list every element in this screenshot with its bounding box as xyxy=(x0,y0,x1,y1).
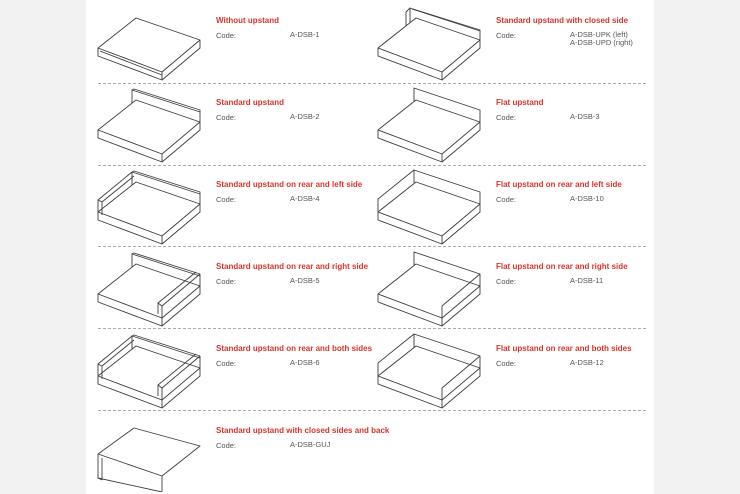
worktop-illustration xyxy=(376,2,488,82)
worktop-illustration xyxy=(376,84,488,164)
item-standard-upstand-closed-sides-back: Standard upstand with closed sides and b… xyxy=(96,412,389,492)
code-label: Code: xyxy=(216,441,237,450)
code-value: A-DSB-11 xyxy=(570,276,604,285)
item-standard-upstand-rear-left: Standard upstand on rear and left side C… xyxy=(96,166,376,246)
item-title: Flat upstand on rear and right side xyxy=(496,262,628,271)
code-label: Code: xyxy=(496,359,517,368)
item-flat-upstand: Flat upstand Code: A-DSB-3 xyxy=(376,84,656,164)
worktop-illustration xyxy=(376,248,488,328)
divider xyxy=(98,246,646,247)
code-label: Code: xyxy=(216,113,237,122)
code-value: A-DSB-10 xyxy=(570,194,604,203)
item-title: Without upstand xyxy=(216,16,280,25)
code-label: Code: xyxy=(216,359,237,368)
item-title: Flat upstand on rear and both sides xyxy=(496,344,632,353)
divider xyxy=(98,328,646,329)
code-label: Code: xyxy=(496,277,517,286)
code-value: A-DSB-4 xyxy=(290,194,320,203)
item-title: Standard upstand on rear and both sides xyxy=(216,344,373,353)
item-flat-upstand-rear-left: Flat upstand on rear and left side Code:… xyxy=(376,166,656,246)
item-title: Standard upstand on rear and right side xyxy=(216,262,369,271)
item-title: Standard upstand on rear and left side xyxy=(216,180,363,189)
code-label: Code: xyxy=(496,31,517,40)
code-value: A-DSB-12 xyxy=(570,358,604,367)
code-value: A-DSB-6 xyxy=(290,358,320,367)
item-standard-upstand: Standard upstand Code: A-DSB-2 xyxy=(96,84,376,164)
item-standard-upstand-rear-right: Standard upstand on rear and right side … xyxy=(96,248,376,328)
worktop-illustration xyxy=(96,330,208,410)
item-title: Standard upstand xyxy=(216,98,285,107)
code-value: A-DSB-2 xyxy=(290,112,320,121)
code-label: Code: xyxy=(216,277,237,286)
item-flat-upstand-rear-right: Flat upstand on rear and right side Code… xyxy=(376,248,656,328)
divider xyxy=(98,410,646,411)
item-standard-upstand-rear-both: Standard upstand on rear and both sides … xyxy=(96,330,376,410)
code-value: A-DSB-5 xyxy=(290,276,320,285)
code-label: Code: xyxy=(496,195,517,204)
worktop-illustration xyxy=(96,166,208,246)
item-without-upstand: Without upstand Code: A-DSB-1 xyxy=(96,2,376,82)
item-title: Flat upstand on rear and left side xyxy=(496,180,622,189)
item-standard-upstand-closed-side: Standard upstand with closed side Code: … xyxy=(376,2,656,82)
item-title: Standard upstand with closed side xyxy=(496,16,629,25)
divider xyxy=(98,83,646,84)
worktop-illustration xyxy=(96,412,208,492)
code-value: A-DSB-3 xyxy=(570,112,600,121)
worktop-illustration xyxy=(376,330,488,410)
code-label: Code: xyxy=(216,31,237,40)
worktop-illustration xyxy=(96,248,208,328)
divider xyxy=(98,165,646,166)
code-value: A-DSB-GUJ xyxy=(290,440,331,449)
worktop-illustration xyxy=(96,2,208,82)
code-label: Code: xyxy=(496,113,517,122)
item-title: Standard upstand with closed sides and b… xyxy=(216,426,390,435)
product-sheet: Without upstand Code: A-DSB-1 Standard u… xyxy=(86,0,654,494)
item-flat-upstand-rear-both: Flat upstand on rear and both sides Code… xyxy=(376,330,656,410)
item-title: Flat upstand xyxy=(496,98,544,107)
code-label: Code: xyxy=(216,195,237,204)
code-value: A-DSB-UPK (left)A-DSB-UPD (right) xyxy=(570,30,633,47)
worktop-illustration xyxy=(376,166,488,246)
worktop-illustration xyxy=(96,84,208,164)
code-value: A-DSB-1 xyxy=(290,30,320,39)
